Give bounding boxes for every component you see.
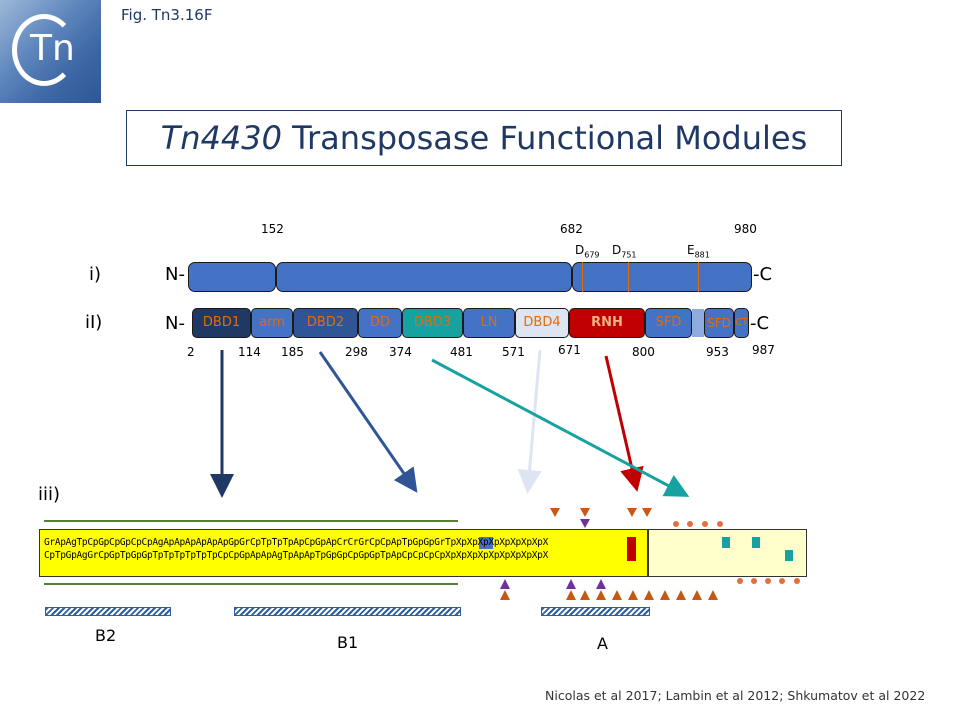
dot-bot-3 — [765, 578, 771, 584]
pos-682: 682 — [560, 222, 583, 236]
row-ii-label: iI) — [85, 312, 103, 333]
row-i-n-terminus: N- — [165, 264, 185, 285]
green-bracket-bottom — [44, 583, 458, 585]
seq-highlight-red — [627, 537, 636, 561]
domain-ln: LN — [463, 308, 515, 338]
pos-374: 374 — [389, 345, 412, 359]
domain-rnh: RNH — [569, 308, 645, 338]
row-ii-n-terminus: N- — [165, 313, 185, 334]
site-a-bar — [541, 607, 650, 616]
dot-bot-1 — [737, 578, 743, 584]
domain-sfd-2: SFD — [704, 308, 734, 338]
row-i-c-terminus: -C — [753, 264, 773, 285]
domain-ct: CT — [734, 308, 749, 338]
dot-bot-4 — [779, 578, 785, 584]
seq-highlight-teal-1 — [722, 537, 730, 548]
contact-marker-top-3 — [627, 508, 637, 517]
seq-highlight-1 — [479, 537, 493, 549]
pos-987: 987 — [752, 343, 775, 357]
arrow-dbd4 — [517, 349, 542, 494]
purple-marker-bot-2 — [566, 579, 576, 589]
contact-marker-bot-11 — [708, 590, 718, 600]
pos-800: 800 — [632, 345, 655, 359]
site-b2-label: B2 — [95, 626, 117, 645]
contact-marker-bot-5 — [612, 590, 622, 600]
dot-top-3 — [702, 521, 708, 527]
contact-marker-top-2 — [580, 508, 590, 517]
references: Nicolas et al 2017; Lambin et al 2012; S… — [545, 688, 926, 703]
row-iii-label: iii) — [38, 484, 61, 505]
domain-dbd2: DBD2 — [293, 308, 358, 338]
purple-marker-bot-1 — [500, 579, 510, 589]
dot-bot-5 — [794, 578, 800, 584]
catalytic-e881: E881 — [687, 243, 710, 260]
catalytic-d751: D751 — [612, 243, 637, 260]
catalytic-d679: D679 — [575, 243, 600, 260]
seq-highlight-teal-3 — [785, 550, 793, 561]
logo-ring-icon — [12, 14, 76, 86]
site-b2-bar — [45, 607, 171, 616]
pos-953: 953 — [706, 345, 729, 359]
figure-label: Fig. Tn3.16F — [121, 6, 213, 24]
contact-marker-bot-6 — [628, 590, 638, 600]
catalytic-line-e881 — [698, 262, 699, 292]
title-italic: Tn4430 — [160, 119, 282, 157]
row-i-segment-c — [572, 262, 752, 292]
site-b1-bar — [234, 607, 461, 616]
bottom-strand: CpTpGpAgGrCpGpTpGpGpTpTpTpTpTpTpCpCpGpAp… — [44, 550, 549, 561]
domain-arm: arm — [251, 308, 293, 338]
pos-185: 185 — [281, 345, 304, 359]
contact-marker-bot-9 — [676, 590, 686, 600]
page-title: Tn4430 Transposase Functional Modules — [126, 110, 842, 166]
arrow-dbd3 — [431, 358, 690, 497]
pos-671: 671 — [558, 343, 581, 357]
row-ii-c-terminus: -C — [750, 313, 770, 334]
pos-152: 152 — [261, 222, 284, 236]
pos-2: 2 — [187, 345, 195, 359]
ir-sequence-box — [39, 529, 648, 577]
pos-571: 571 — [502, 345, 525, 359]
pos-481: 481 — [450, 345, 473, 359]
arrow-dbd2 — [318, 351, 418, 493]
title-rest: Transposase Functional Modules — [282, 119, 808, 157]
domain-dd: DD — [358, 308, 402, 338]
contact-marker-top-4 — [642, 508, 652, 517]
contact-marker-bot-2 — [566, 590, 576, 600]
contact-marker-bot-1 — [500, 590, 510, 600]
dot-top-1 — [673, 521, 679, 527]
pos-980: 980 — [734, 222, 757, 236]
row-i-segment-mid — [276, 262, 572, 292]
pos-114: 114 — [238, 345, 261, 359]
dot-top-2 — [687, 521, 693, 527]
contact-marker-bot-7 — [644, 590, 654, 600]
domain-sfd-1: SFD — [645, 308, 692, 338]
logo-text: Tn — [30, 28, 75, 69]
contact-marker-top-1 — [550, 508, 560, 517]
row-i-label: i) — [89, 264, 102, 285]
site-a-label: A — [597, 634, 608, 653]
row-i-segment-n — [188, 262, 276, 292]
tn-logo: Tn — [0, 0, 101, 103]
dot-top-4 — [717, 521, 723, 527]
sfd-insert — [692, 309, 704, 337]
catalytic-line-d751 — [628, 262, 629, 292]
domain-dbd4: DBD4 — [515, 308, 569, 338]
contact-marker-bot-10 — [692, 590, 702, 600]
contact-marker-bot-4 — [596, 590, 606, 600]
pos-298: 298 — [345, 345, 368, 359]
domain-dbd3: DBD3 — [402, 308, 463, 338]
site-b1-label: B1 — [337, 633, 359, 652]
purple-marker-top — [580, 519, 590, 528]
catalytic-line-d679 — [582, 262, 583, 292]
contact-marker-bot-3 — [580, 590, 590, 600]
top-strand: GrApAgTpCpGpCpGpCpCpAgApApApApApApGpGrCp… — [44, 537, 549, 548]
seq-highlight-teal-2 — [752, 537, 760, 548]
contact-marker-bot-8 — [660, 590, 670, 600]
dot-bot-2 — [751, 578, 757, 584]
green-bracket-top — [44, 520, 458, 522]
purple-marker-bot-3 — [596, 579, 606, 589]
domain-dbd1: DBD1 — [192, 308, 251, 338]
